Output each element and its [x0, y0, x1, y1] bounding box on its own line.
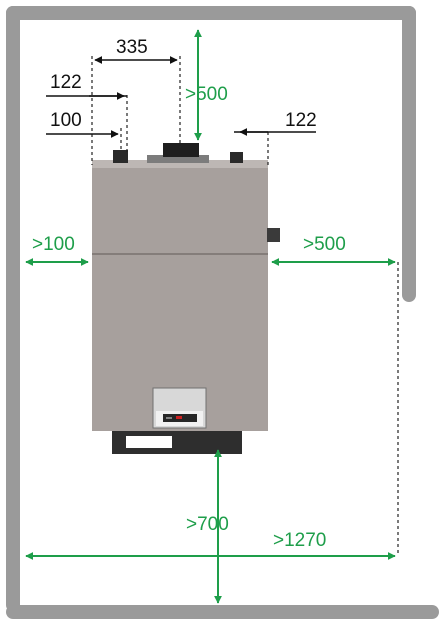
wall-bottom	[6, 605, 439, 619]
label-122-left: 122	[50, 72, 82, 93]
clearance-arrows	[25, 29, 396, 604]
side-connector	[267, 228, 280, 242]
dimension-arrows	[46, 56, 316, 138]
label-335: 335	[116, 37, 148, 58]
wall-left	[6, 6, 20, 612]
left-pipe-stub	[113, 150, 128, 163]
flue-collar-icon	[147, 143, 209, 163]
label-100: 100	[50, 110, 82, 131]
burner-handle-slot	[126, 436, 172, 448]
label-top-clearance: >500	[185, 84, 228, 105]
label-total-width: >1270	[273, 530, 326, 551]
control-panel-icon	[152, 387, 207, 429]
label-right-clearance: >500	[303, 234, 346, 255]
label-122-right: 122	[285, 110, 317, 131]
wall-top	[6, 6, 416, 20]
boiler-top-strip	[92, 160, 268, 168]
boiler-unit	[92, 143, 280, 454]
label-left-clearance: >100	[32, 234, 75, 255]
extension-lines	[91, 56, 399, 556]
label-front-clearance: >700	[186, 514, 229, 535]
wall-right-segment	[402, 6, 416, 302]
boiler-body	[92, 165, 268, 431]
right-pipe-stub	[230, 152, 243, 163]
